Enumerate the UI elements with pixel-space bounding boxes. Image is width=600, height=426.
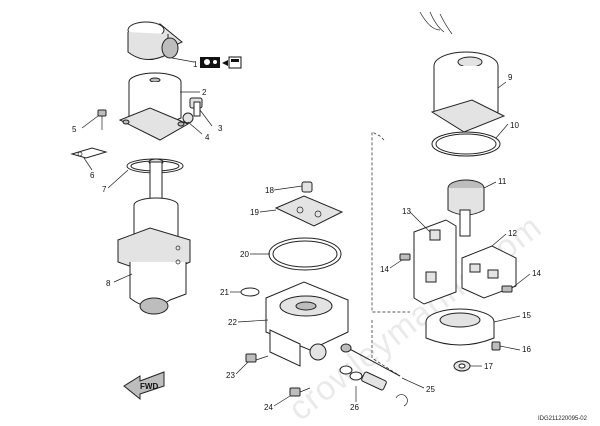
leader-lines	[81, 57, 531, 407]
callout-12: 12	[508, 229, 517, 238]
callout-7: 7	[102, 185, 107, 194]
callout-labels: 1 2 3 4 5 6 7 8 9 10 11 12 13 14 14 15 1…	[72, 60, 541, 412]
part-3-fitting	[189, 97, 203, 117]
part-26-valve-set	[339, 365, 408, 407]
part-8-tilt-cylinder	[117, 158, 191, 315]
callout-4: 4	[205, 133, 210, 142]
callout-24: 24	[264, 403, 273, 412]
callout-17: 17	[484, 362, 493, 371]
fluid-icon	[222, 56, 242, 69]
callout-22: 22	[228, 318, 237, 327]
callout-13: 13	[402, 207, 411, 216]
fwd-label: FWD	[140, 382, 158, 391]
part-24-bolt	[289, 387, 311, 397]
callout-20: 20	[240, 250, 249, 259]
callout-15: 15	[522, 311, 531, 320]
part-19-plate	[274, 195, 344, 227]
pump-reservoir-icon	[200, 57, 220, 68]
part-17-washer	[453, 360, 471, 372]
part-9-motor	[419, 11, 506, 133]
callout-25: 25	[426, 385, 435, 394]
part-22-pump-body	[265, 281, 349, 367]
callout-19: 19	[250, 208, 259, 217]
part-1-reservoir	[127, 21, 183, 60]
callout-14-right: 14	[532, 269, 541, 278]
part-4-plug	[182, 112, 194, 124]
part-16-bolt	[491, 341, 501, 351]
callout-2: 2	[202, 88, 207, 97]
callout-18: 18	[265, 186, 274, 195]
part-18-cap	[301, 181, 313, 193]
part-6-bracket	[70, 147, 108, 159]
part-23-bolt	[245, 353, 269, 363]
part-10-o-ring	[431, 131, 501, 157]
reference-code: IDG211220095-02	[538, 416, 588, 422]
callout-5: 5	[72, 125, 77, 134]
callout-8: 8	[106, 279, 111, 288]
part-15-end-plate	[425, 308, 495, 346]
callout-10: 10	[510, 121, 519, 130]
callout-9: 9	[508, 73, 513, 82]
part-21-o-ring	[240, 287, 260, 297]
callout-1: 1	[193, 60, 198, 69]
callout-26: 26	[350, 403, 359, 412]
part-20-o-ring	[268, 237, 342, 271]
part-5-bolt	[97, 109, 107, 130]
part-14-screw-right	[501, 285, 513, 293]
part-2-housing	[118, 72, 190, 141]
callout-21: 21	[220, 288, 229, 297]
fwd-arrow: FWD	[123, 371, 165, 401]
part-25-shaft	[340, 343, 401, 377]
callout-14-left: 14	[380, 265, 389, 274]
callout-23: 23	[226, 371, 235, 380]
assembly-lines	[371, 131, 410, 377]
part-11-armature	[447, 179, 485, 237]
part-13-brush-holder	[413, 219, 457, 305]
callout-16: 16	[522, 345, 531, 354]
callout-6: 6	[90, 171, 95, 180]
callout-11: 11	[498, 177, 507, 186]
callout-3: 3	[218, 124, 223, 133]
part-14-screw-left	[399, 253, 411, 261]
